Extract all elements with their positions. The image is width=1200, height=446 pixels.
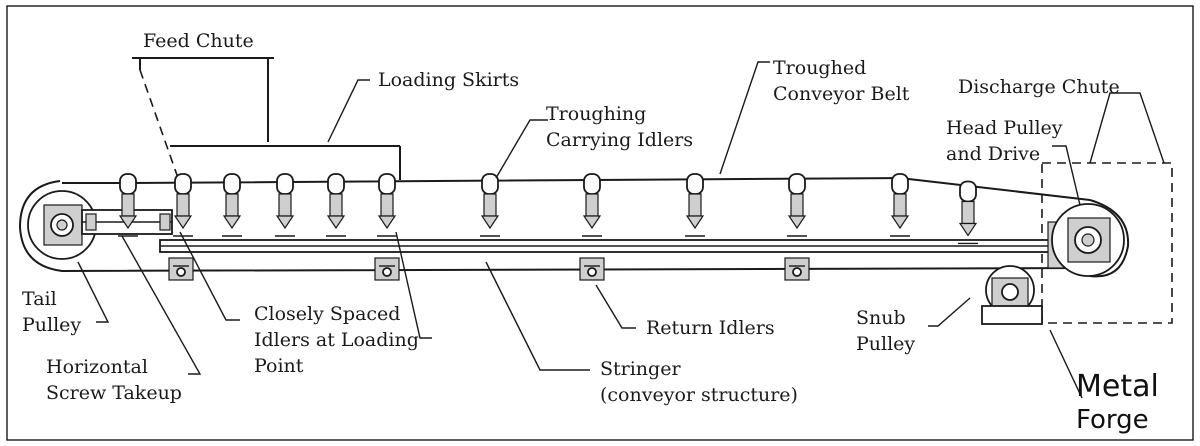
label-stringer-line1: Stringer xyxy=(600,358,681,380)
carrying-idler xyxy=(377,173,397,237)
return-idler xyxy=(579,257,605,281)
label-head-pulley-line2: and Drive xyxy=(946,143,1040,165)
return-idler xyxy=(784,257,810,281)
carrying-idler xyxy=(958,180,978,245)
stringer xyxy=(159,239,1056,253)
label-troughing-line2: Carrying Idlers xyxy=(546,129,693,151)
label-snub-line2: Pulley xyxy=(856,333,915,355)
carrying-idler xyxy=(275,173,295,237)
label-tail-line2: Pulley xyxy=(22,314,81,336)
carrying-idler xyxy=(685,173,705,237)
carrying-idler xyxy=(222,173,242,237)
label-troughed-line2: Conveyor Belt xyxy=(773,83,910,105)
return-idlers xyxy=(168,257,810,281)
carrying-idler xyxy=(582,173,602,237)
label-loading-skirts: Loading Skirts xyxy=(378,69,519,91)
label-troughed-line1: Troughed xyxy=(773,57,866,79)
leader-lines xyxy=(77,61,1165,399)
carrying-idler xyxy=(173,173,193,237)
label-horizontal-line1: Horizontal xyxy=(46,356,148,378)
label-return-idlers: Return Idlers xyxy=(646,317,775,339)
label-head-pulley-line1: Head Pulley xyxy=(946,117,1063,139)
loading-skirts xyxy=(170,145,401,180)
carrying-idler xyxy=(118,173,138,237)
label-closely-line2: Idlers at Loading xyxy=(254,329,419,351)
logo-line1: Metal xyxy=(1076,369,1159,404)
label-snub-line1: Snub xyxy=(856,307,906,329)
label-closely-line3: Point xyxy=(254,355,304,377)
carrying-idler xyxy=(480,173,500,237)
label-stringer-line2: (conveyor structure) xyxy=(600,384,798,406)
conveyor-belt xyxy=(18,176,1130,278)
diagram-border xyxy=(6,5,1194,441)
label-discharge-chute: Discharge Chute xyxy=(958,76,1120,98)
label-tail-line1: Tail xyxy=(22,288,57,310)
logo-line2: Forge xyxy=(1076,405,1149,435)
carrying-idler xyxy=(326,173,346,237)
carrying-idler xyxy=(787,173,807,237)
label-closely-line1: Closely Spaced xyxy=(254,303,400,325)
feed-chute xyxy=(132,57,274,179)
carrying-idlers xyxy=(118,173,978,245)
label-horizontal-line2: Screw Takeup xyxy=(46,382,182,404)
snub-pulley xyxy=(981,265,1043,325)
carrying-idler xyxy=(890,173,910,237)
metal-forge-logo: Metal Forge xyxy=(1076,369,1159,435)
return-idler xyxy=(374,257,400,281)
label-feed-chute: Feed Chute xyxy=(143,30,254,52)
label-troughing-line1: Troughing xyxy=(546,103,646,125)
return-idler xyxy=(168,257,194,281)
head-pulley xyxy=(1047,203,1125,277)
